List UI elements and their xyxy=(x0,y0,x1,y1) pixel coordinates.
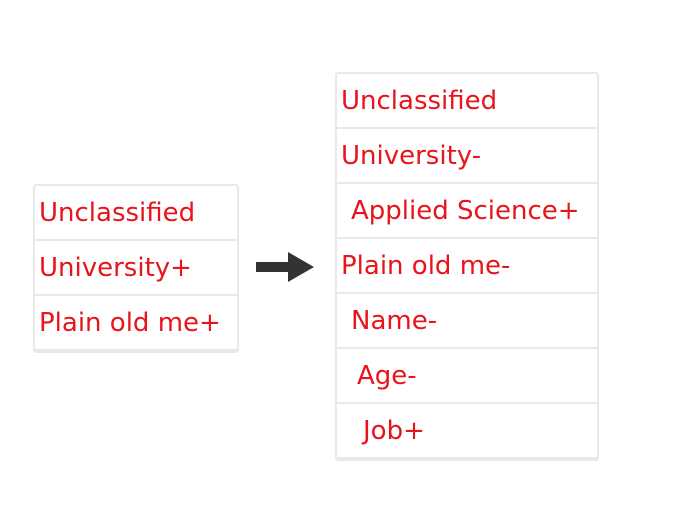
tree-node-plain-old-me[interactable]: Plain old me- xyxy=(337,239,597,292)
expanded-tree: Unclassified University- Applied Science… xyxy=(335,72,599,461)
right-arrow-icon xyxy=(256,252,314,282)
tree-node-job[interactable]: Job+ xyxy=(337,404,597,457)
collapsed-tree: Unclassified University+ Plain old me+ xyxy=(33,184,239,353)
tree-node-plain-old-me[interactable]: Plain old me+ xyxy=(35,296,237,349)
tree-node-university[interactable]: University+ xyxy=(35,241,237,294)
tree-node-name[interactable]: Name- xyxy=(337,294,597,347)
tree-node-unclassified[interactable]: Unclassified xyxy=(337,74,597,127)
tree-node-university[interactable]: University- xyxy=(337,129,597,182)
tree-node-applied-science[interactable]: Applied Science+ xyxy=(337,184,597,237)
tree-node-unclassified[interactable]: Unclassified xyxy=(35,186,237,239)
tree-node-age[interactable]: Age- xyxy=(337,349,597,402)
